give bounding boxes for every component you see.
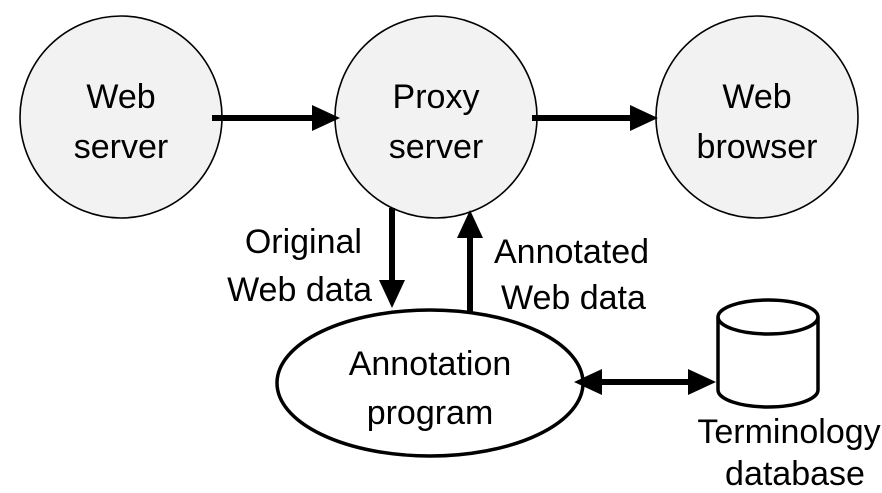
arrow-proxy-to-annotation bbox=[379, 208, 405, 308]
arrowhead-right-icon bbox=[688, 369, 716, 395]
proxy-server-circle bbox=[334, 15, 538, 219]
arrow-annotation-to-proxy bbox=[457, 210, 483, 312]
terminology-database-label-line2: database bbox=[725, 455, 865, 493]
web-browser-label-line2: browser bbox=[697, 128, 818, 166]
terminology-database-node: Terminology database bbox=[697, 298, 881, 493]
edge-label-original-web-data: Original Web data bbox=[227, 223, 372, 309]
annotated-web-data-line2: Web data bbox=[501, 279, 646, 317]
arrowhead-icon bbox=[457, 210, 483, 238]
web-server-label-line1: Web bbox=[86, 78, 155, 116]
arrow-proxy-to-web-browser bbox=[532, 105, 658, 131]
annotation-program-label-line1: Annotation bbox=[349, 345, 512, 383]
web-server-circle bbox=[19, 15, 223, 219]
database-cylinder-top bbox=[716, 316, 820, 336]
arrowhead-icon bbox=[379, 280, 405, 308]
arrowhead-icon bbox=[312, 105, 340, 131]
proxy-server-label-line1: Proxy bbox=[393, 78, 480, 116]
edge-label-annotated-web-data: Annotated Web data bbox=[494, 233, 649, 317]
original-web-data-line1: Original bbox=[245, 223, 362, 261]
arrow-annotation-database-bidirectional bbox=[574, 369, 716, 395]
web-server-node: Web server bbox=[19, 15, 223, 219]
arrow-web-server-to-proxy bbox=[212, 105, 340, 131]
web-browser-circle bbox=[655, 15, 859, 219]
proxy-server-node: Proxy server bbox=[334, 15, 538, 219]
proxy-server-label-line2: server bbox=[389, 128, 483, 166]
terminology-database-label-line1: Terminology bbox=[697, 413, 880, 451]
arrowhead-icon bbox=[630, 105, 658, 131]
annotation-program-ellipse bbox=[275, 308, 585, 458]
web-browser-node: Web browser bbox=[655, 15, 859, 219]
database-cylinder-icon bbox=[716, 298, 820, 409]
arrowhead-left-icon bbox=[574, 369, 602, 395]
web-browser-label-line1: Web bbox=[722, 78, 791, 116]
original-web-data-line2: Web data bbox=[227, 271, 372, 309]
web-server-label-line2: server bbox=[74, 128, 168, 166]
annotation-program-node: Annotation program bbox=[275, 308, 585, 458]
annotation-program-label-line2: program bbox=[367, 394, 494, 432]
annotated-web-data-line1: Annotated bbox=[494, 233, 649, 271]
